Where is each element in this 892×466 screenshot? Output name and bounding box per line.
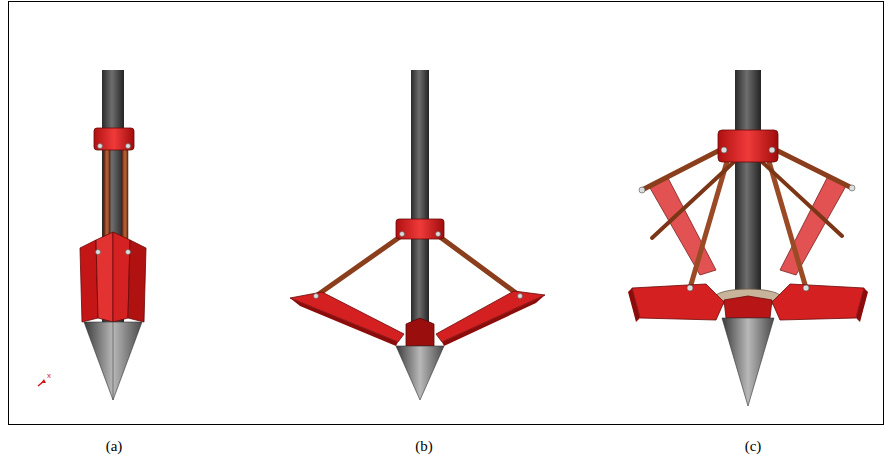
axis-label: x [47, 372, 51, 380]
axis-marker [38, 379, 46, 386]
panel-label: (c) [745, 439, 762, 454]
panel-label: (b) [415, 439, 433, 454]
anchor-closed [80, 70, 146, 400]
anchor-half-open [290, 70, 545, 400]
anchor-open [628, 70, 868, 406]
frame [9, 2, 884, 425]
panel-label: (a) [106, 439, 123, 454]
